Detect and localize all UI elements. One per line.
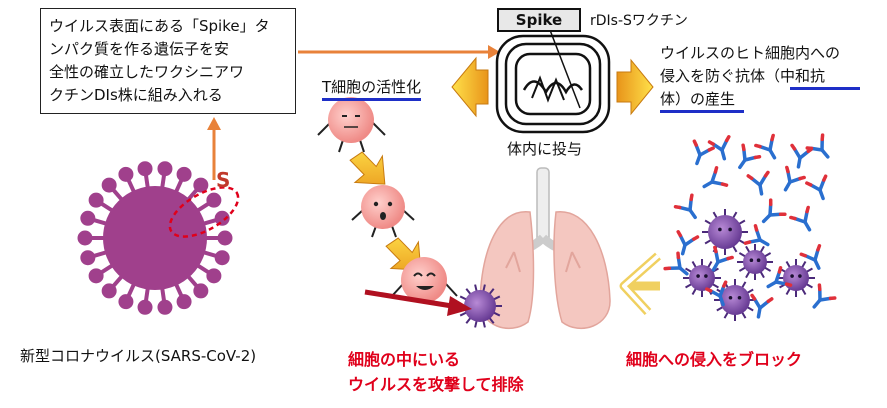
administer-label: 体内に投与 — [507, 140, 583, 158]
intro-line-2: ンパク質を作る遺伝子を安 — [49, 40, 230, 58]
arrow-to-vaccine — [298, 45, 500, 59]
antibody-description: ウイルスのヒト細胞内への 侵入を防ぐ抗体（中和抗 体）の産生 — [660, 42, 840, 111]
block-outcome: 細胞への侵入をブロック — [626, 350, 803, 369]
virus-caption: 新型コロナウイルス(SARS-CoV-2) — [20, 347, 257, 365]
antibody-virus-cluster — [663, 133, 837, 321]
attack-outcome-line-1: 細胞の中にいる — [348, 350, 461, 369]
intro-description-box: ウイルス表面にある「Spike」タ ンパク質を作る遺伝子を安 全性の確立したワク… — [40, 8, 296, 114]
intro-line-1: ウイルス表面にある「Spike」タ — [49, 17, 270, 35]
t-cell-3-icon — [391, 257, 458, 303]
arrow-virus-to-box — [207, 117, 221, 180]
attack-arrow — [364, 289, 472, 316]
arrow-down-gold-1 — [349, 151, 386, 185]
lungs-icon — [479, 167, 611, 330]
underline-neutralizing-2 — [660, 110, 744, 113]
spike-highlight-ellipse — [168, 186, 240, 238]
underline-neutralizing-1 — [790, 87, 860, 90]
t-cell-2-icon — [351, 185, 415, 238]
antibody-line-3: 体）の産生 — [660, 90, 736, 108]
spike-label: Spike — [497, 8, 581, 32]
arrow-right-gold — [616, 58, 654, 116]
antibody-line-2: 侵入を防ぐ抗体（中和抗 — [660, 67, 826, 85]
t-cell-1-icon — [317, 97, 386, 153]
sars-cov-2-virus-icon — [77, 161, 233, 315]
attack-outcome-line-2: ウイルスを攻撃して排除 — [348, 375, 524, 394]
antibody-line-1: ウイルスのヒト細胞内への — [660, 44, 841, 62]
spike-s-mark: S — [216, 168, 231, 192]
t-cell-activation-label: T細胞の活性化 — [322, 76, 422, 101]
intro-line-4: クチンDIs株に組み入れる — [49, 86, 223, 104]
vaccine-name: rDIs-Sワクチン — [590, 13, 688, 29]
intro-line-3: 全性の確立したワクシニアワ — [49, 63, 245, 81]
small-virus-in-lung-icon — [458, 284, 502, 328]
vaccinia-virion-icon — [495, 29, 611, 134]
arrow-left-gold — [451, 56, 489, 118]
